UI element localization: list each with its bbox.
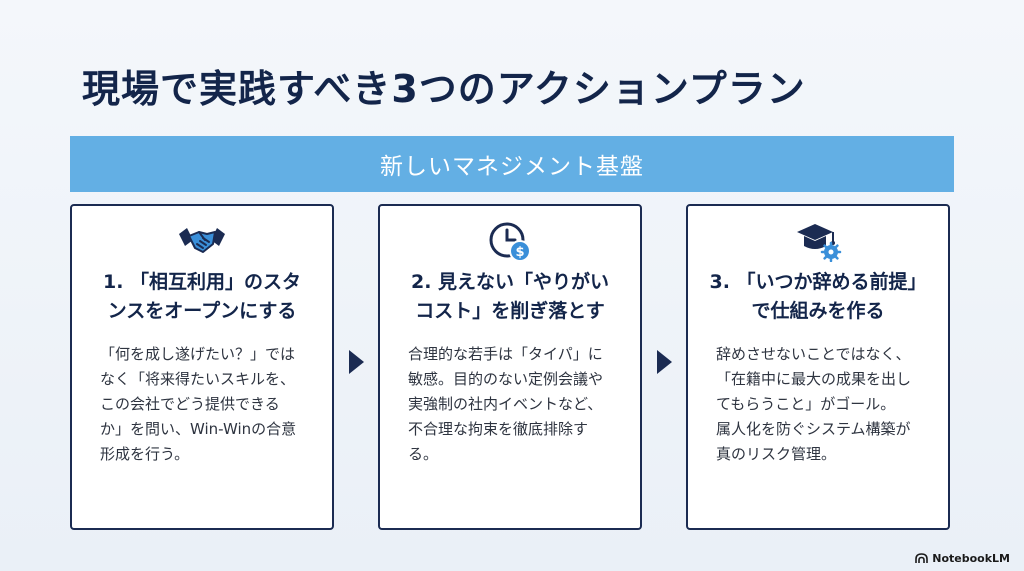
svg-text:$: $ [515, 245, 524, 260]
action-card-2: $ 2. 見えない「やりがい コスト」を削ぎ落とす 合理的な若手は「タイパ」に … [378, 204, 642, 530]
action-card-3: 3. 「いつか辞める前提」 で仕組みを作る 辞めさせないことではなく、 「在籍中… [686, 204, 950, 530]
card-heading: 3. 「いつか辞める前提」 で仕組みを作る [709, 271, 927, 322]
card-body: 辞めさせないことではなく、 「在籍中に最大の成果を出し てもらうこと」がゴール。… [716, 345, 912, 463]
arrow-right-icon [657, 350, 672, 374]
card-body: 合理的な若手は「タイパ」に 敏感。目的のない定例会議や 実強制の社内イベントなど… [408, 345, 604, 463]
banner-label: 新しいマネジメント基盤 [380, 154, 644, 180]
brand-label: NotebookLM [932, 552, 1010, 565]
slide-title: 現場で実践すべき3つのアクションプラン [82, 67, 806, 111]
card-heading: 1. 「相互利用」のスタ ンスをオープンにする [102, 271, 302, 322]
card-body: 「何を成し遂げたい？」では なく「将来得たいスキルを、 この会社でどう提供できる… [100, 345, 297, 463]
arrow-right-icon [349, 350, 364, 374]
clock-coin-icon: $ [489, 222, 531, 262]
section-banner: 新しいマネジメント基盤 [70, 136, 954, 192]
notebooklm-logo-icon [915, 553, 929, 563]
notebooklm-badge: NotebookLM [915, 552, 1010, 565]
graduation-cap-gear-icon [797, 224, 842, 262]
card-heading: 2. 見えない「やりがい コスト」を削ぎ落とす [410, 271, 610, 322]
handshake-icon [179, 228, 225, 253]
action-card-1: 1. 「相互利用」のスタ ンスをオープンにする 「何を成し遂げたい？」では なく… [70, 204, 334, 530]
